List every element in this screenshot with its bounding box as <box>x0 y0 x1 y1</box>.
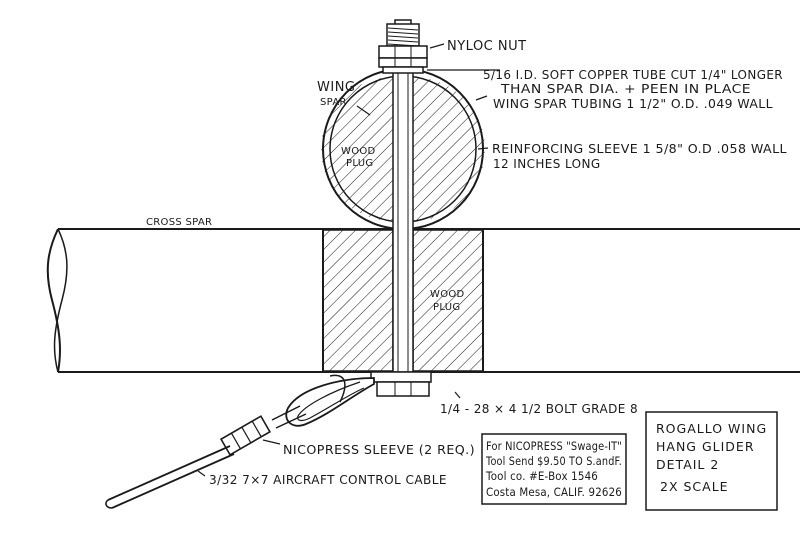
cross-spar-wood-plug <box>322 229 484 372</box>
nicopress-sleeve <box>219 415 271 456</box>
label-wood-plug-bottom-1: WOOD <box>430 289 465 300</box>
leader-lines <box>197 43 500 477</box>
bolt-threads <box>386 19 420 47</box>
info-line-1: For NICOPRESS "Swage-IT" <box>486 439 622 453</box>
title-line-1: ROGALLO WING <box>656 421 767 436</box>
label-reinforcing-2: 12 INCHES LONG <box>493 157 601 171</box>
label-wood-plug-top-2: PLUG <box>346 158 373 169</box>
label-wing: WING <box>317 80 356 95</box>
label-copper-tube-2: THAN SPAR DIA. + PEEN IN PLACE <box>500 82 751 96</box>
info-line-4: Costa Mesa, CALIF. 92626 <box>486 485 622 499</box>
label-reinforcing-1: REINFORCING SLEEVE 1 5/8" O.D .058 WALL <box>492 142 787 156</box>
label-copper-tube-1: 5/16 I.D. SOFT COPPER TUBE CUT 1/4" LONG… <box>483 68 783 82</box>
label-nicopress: NICOPRESS SLEEVE (2 REQ.) <box>283 443 475 457</box>
label-cross-spar: CROSS SPAR <box>146 217 212 228</box>
info-line-2: Tool Send $9.50 TO S.andF. <box>485 454 622 468</box>
cable-thimble <box>285 374 375 427</box>
bolt-shaft <box>392 65 414 373</box>
label-nyloc-nut: NYLOC NUT <box>447 39 527 54</box>
label-bolt: 1/4 - 28 × 4 1/2 BOLT GRADE 8 <box>440 402 638 416</box>
nyloc-nut <box>378 45 428 74</box>
bolt-head <box>370 371 432 397</box>
label-cable: 3/32 7×7 AIRCRAFT CONTROL CABLE <box>209 473 447 487</box>
control-cable <box>105 405 307 509</box>
label-spar: SPAR <box>320 97 347 108</box>
nicopress-info-box: For NICOPRESS "Swage-IT" Tool Send $9.50… <box>481 433 627 505</box>
title-line-3: DETAIL 2 <box>656 457 719 472</box>
title-line-2: HANG GLIDER <box>656 439 755 454</box>
label-wood-plug-bottom-2: PLUG <box>433 302 460 313</box>
label-wood-plug-top-1: WOOD <box>341 146 376 157</box>
label-wing-spar-tubing: WING SPAR TUBING 1 1/2" O.D. .049 WALL <box>493 97 773 111</box>
info-line-3: Tool co. #E-Box 1546 <box>485 469 598 483</box>
title-line-4: 2X SCALE <box>660 479 729 494</box>
title-block: ROGALLO WING HANG GLIDER DETAIL 2 2X SCA… <box>645 411 778 511</box>
